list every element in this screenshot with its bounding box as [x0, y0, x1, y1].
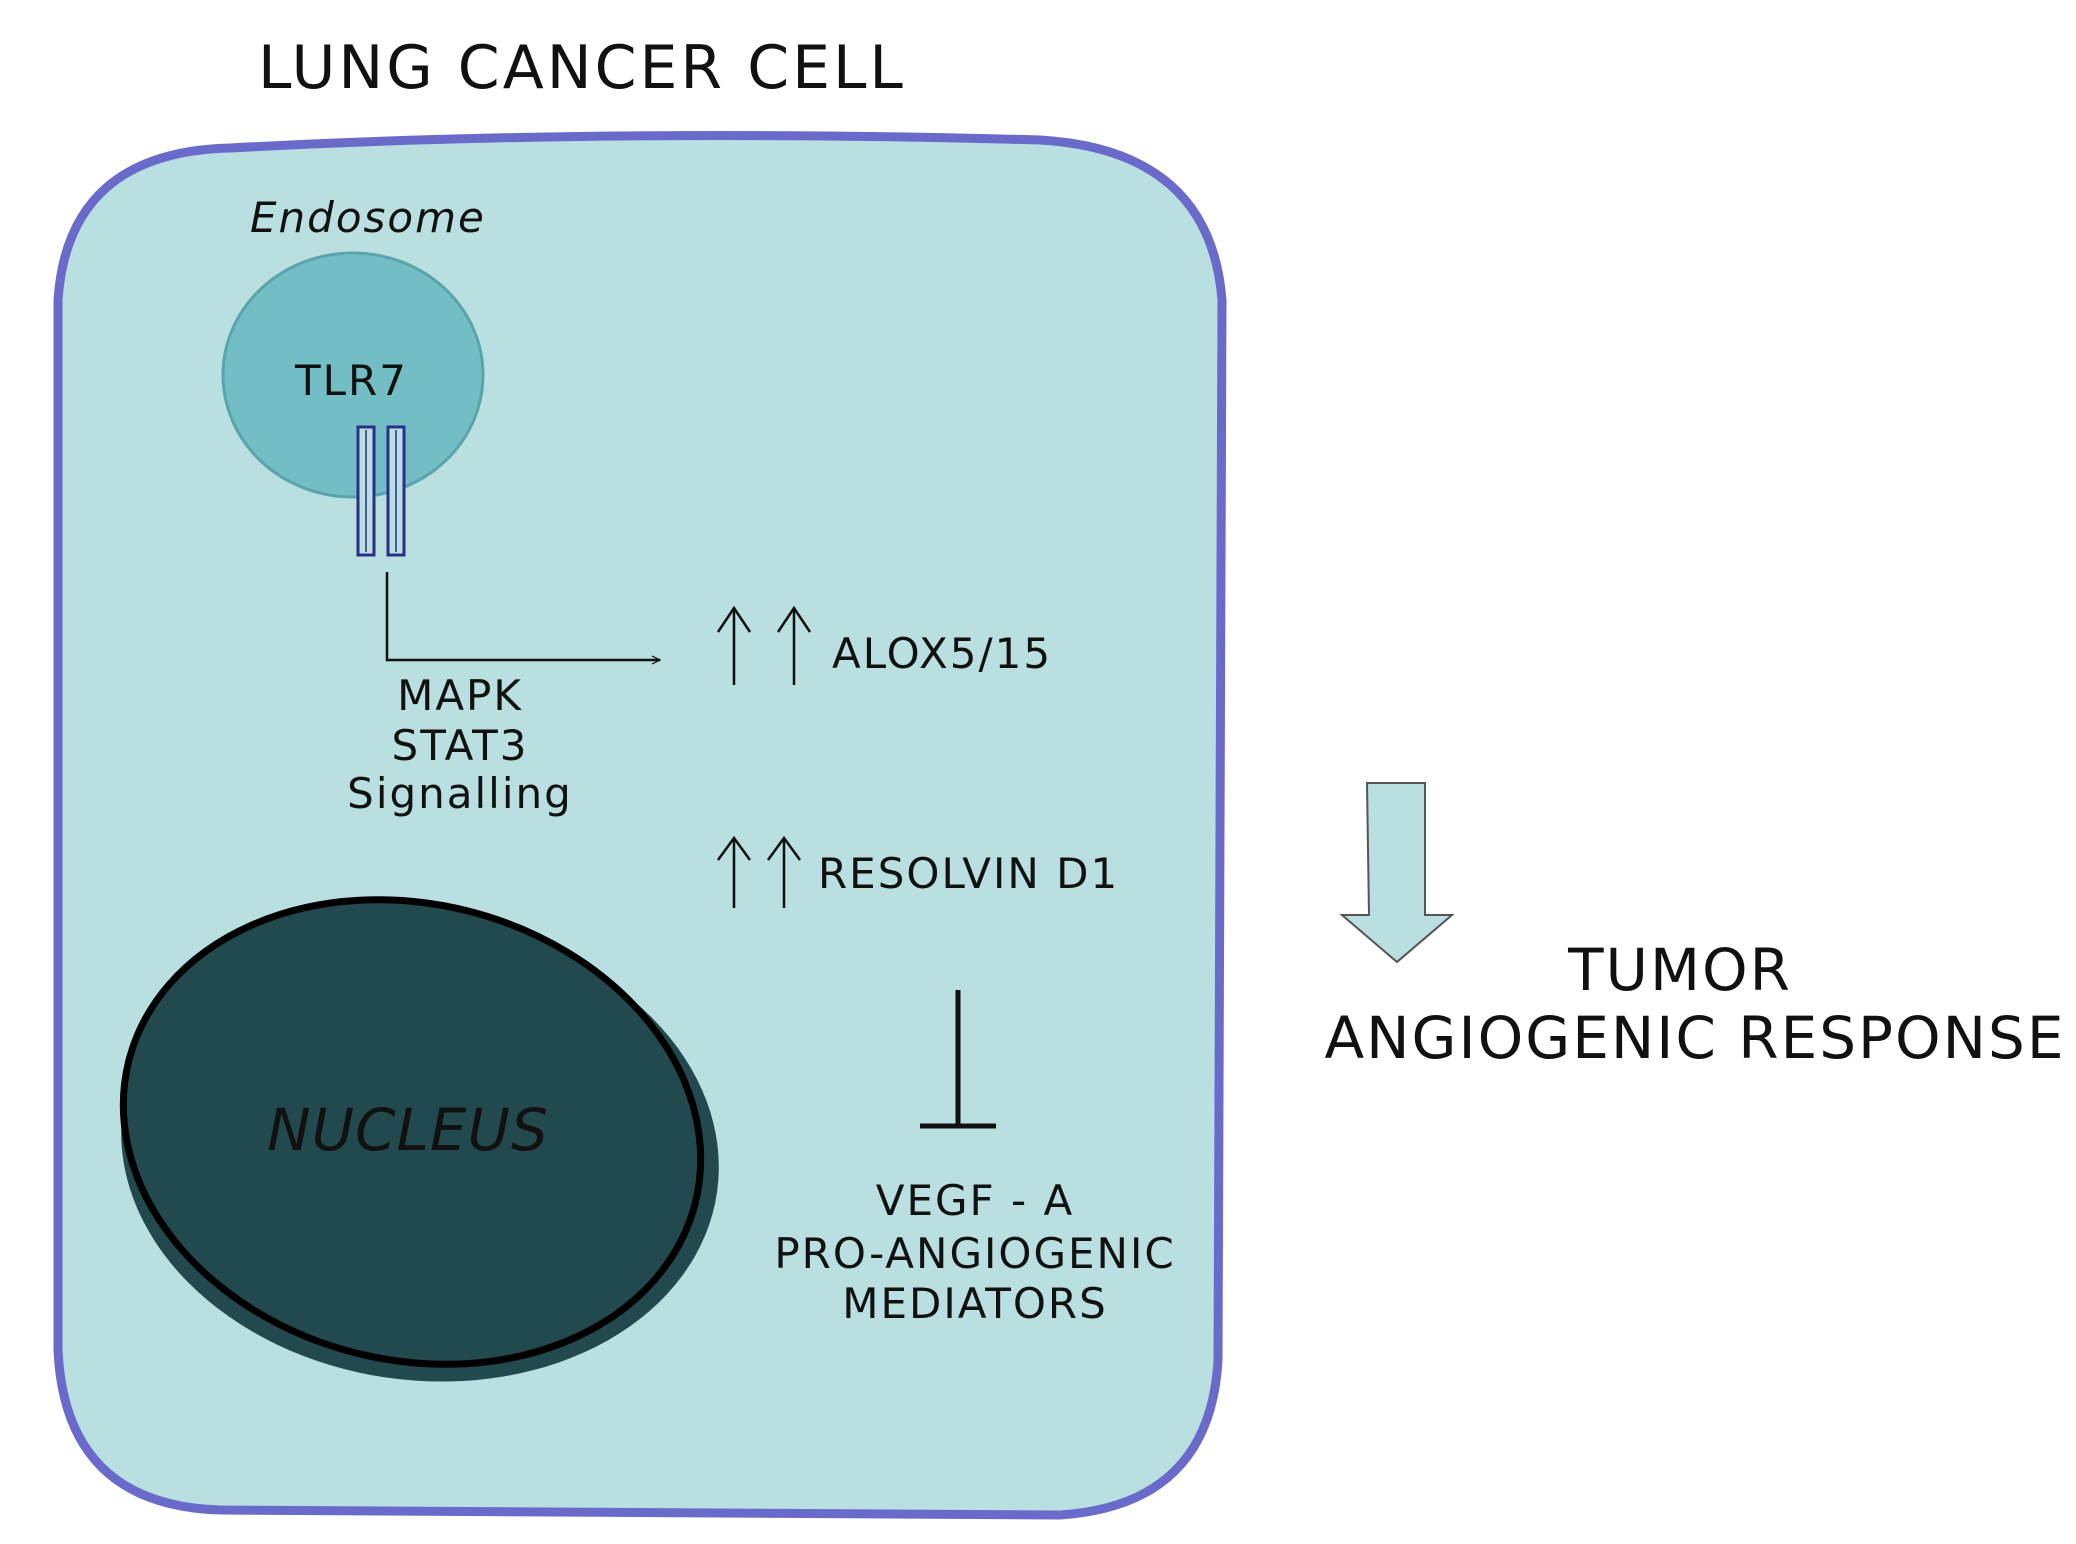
vegf-label: VEGF - A [876, 1176, 1075, 1225]
up-arrows-alox [716, 605, 812, 685]
signalling-arrow [385, 572, 660, 660]
tlr7-receptor [356, 425, 406, 557]
alox-label: ALOX5/15 [832, 629, 1052, 678]
pro-angiogenic-label: PRO-ANGIOGENIC [774, 1229, 1175, 1278]
signalling-line-3: Signalling [347, 769, 573, 818]
inhibition-symbol [920, 990, 996, 1129]
tlr7-label: TLR7 [294, 356, 408, 405]
signalling-line-1: MAPK [397, 671, 523, 720]
nucleus-label: NUCLEUS [267, 1096, 549, 1164]
diagram-title: LUNG CANCER CELL [258, 33, 906, 103]
outcome-line-2: ANGIOGENIC RESPONSE [1324, 1004, 2065, 1072]
endosome [221, 251, 485, 499]
outcome-arrow [1339, 782, 1455, 964]
mediators-label: MEDIATORS [842, 1279, 1108, 1328]
up-arrows-resolvin [716, 835, 802, 908]
endosome-label: Endosome [250, 193, 486, 242]
signalling-line-2: STAT3 [392, 721, 529, 770]
nucleus [119, 896, 705, 1368]
outcome-line-1: TUMOR [1567, 936, 1792, 1004]
resolvin-label: RESOLVIN D1 [818, 849, 1119, 898]
